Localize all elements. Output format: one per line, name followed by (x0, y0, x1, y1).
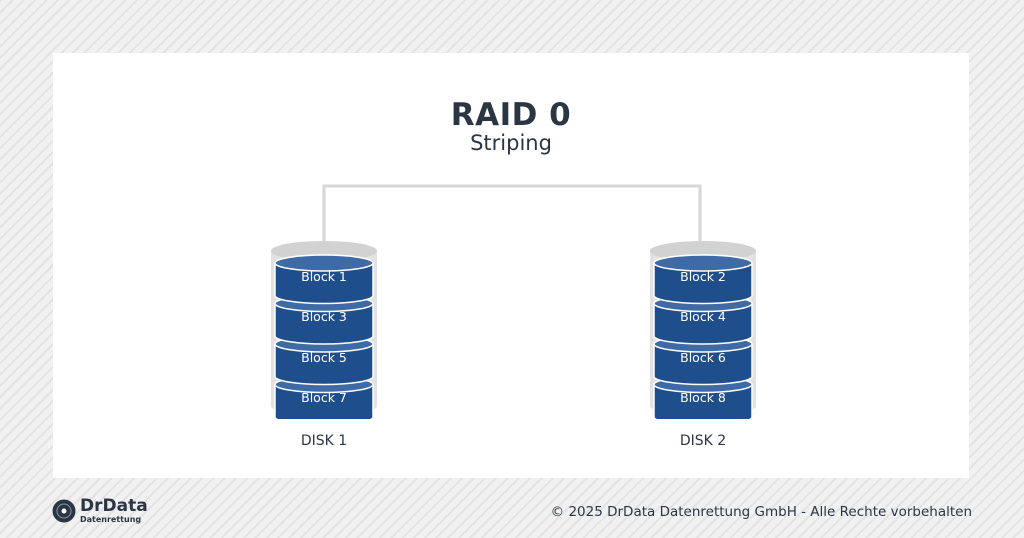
block-label: Block 8 (680, 390, 726, 405)
block-label: Block 3 (301, 309, 347, 324)
logo-name: DrData (80, 496, 148, 516)
disk-1: Block 1 Block 3 Block 5 Block 7 DISK 1 (269, 239, 379, 449)
diagram-title: RAID 0 (450, 97, 572, 133)
diagram-panel: RAID 0 Striping Block 1 Block 3 Block 5 … (53, 53, 969, 478)
block-label: Block 2 (680, 269, 726, 284)
block-label: Block 7 (301, 390, 347, 405)
block-label: Block 4 (680, 309, 726, 324)
disk-2-graphic (650, 241, 756, 419)
copyright-text: © 2025 DrData Datenrettung GmbH - Alle R… (550, 504, 972, 520)
raid-connector-line (322, 184, 702, 243)
block-label: Block 6 (680, 350, 726, 365)
drdata-logo[interactable]: DrData Datenrettung (52, 496, 172, 527)
data-block-top (274, 254, 374, 272)
disk-1-label: DISK 1 (300, 433, 348, 449)
disk-logo-icon (52, 499, 76, 523)
disk-1-graphic (271, 241, 377, 419)
disk-2-label: DISK 2 (679, 433, 727, 449)
block-label: Block 1 (301, 269, 347, 284)
diagram-subtitle: Striping (470, 131, 552, 155)
disk-2: Block 2 Block 4 Block 6 Block 8 DISK 2 (648, 239, 758, 449)
logo-tagline: Datenrettung (80, 515, 142, 524)
block-label: Block 5 (301, 350, 347, 365)
data-block-top (653, 254, 753, 272)
